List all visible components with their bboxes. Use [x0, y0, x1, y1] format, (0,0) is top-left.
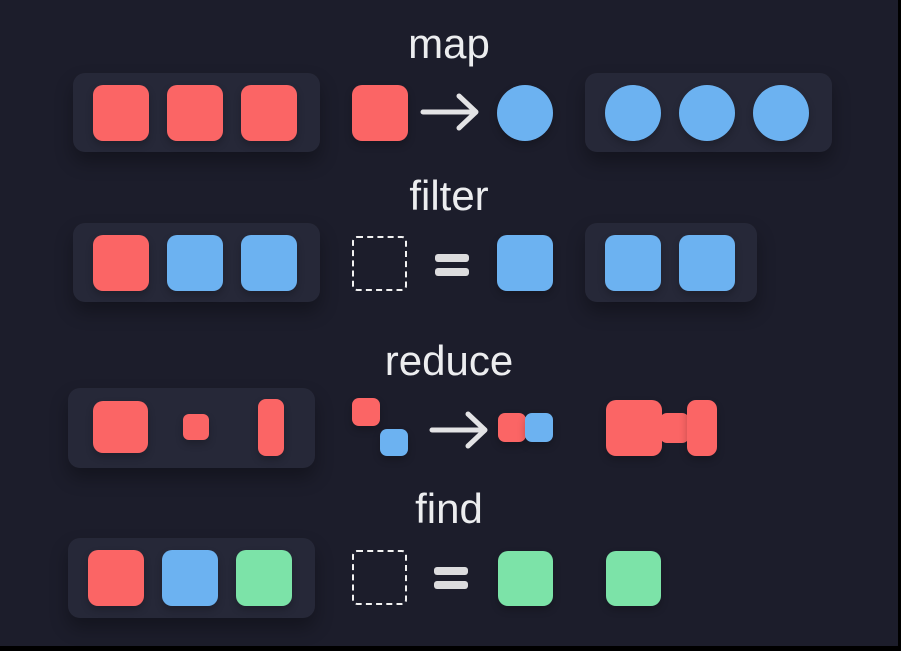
blue-square-icon — [162, 550, 218, 606]
green-square-icon — [236, 550, 292, 606]
merged-large-red-square-icon — [606, 400, 662, 456]
map-output-array — [585, 73, 832, 152]
blue-square-icon — [167, 235, 223, 291]
reduce-operand-red-square-icon — [352, 398, 380, 426]
row-title-find: find — [415, 485, 483, 532]
blue-circle-icon — [605, 85, 661, 141]
tall-red-rectangle-icon — [258, 399, 284, 456]
reduce-operand-blue-square-icon — [380, 429, 408, 456]
reduce-combined-blue-square-icon — [525, 413, 553, 442]
filter-input-array — [73, 223, 320, 302]
find-input-array — [68, 538, 315, 618]
red-square-icon — [88, 550, 144, 606]
reduce-input-array — [68, 388, 315, 468]
red-square-icon — [241, 85, 297, 141]
map-operand-red-square-icon — [352, 85, 408, 141]
blue-square-icon — [679, 235, 735, 291]
map-input-array — [73, 73, 320, 152]
blue-square-icon — [605, 235, 661, 291]
find-criterion-green-square-icon — [498, 551, 553, 606]
map-result-blue-circle-icon — [497, 85, 553, 141]
filter-criterion-blue-square-icon — [497, 235, 553, 291]
blue-circle-icon — [679, 85, 735, 141]
merged-tall-red-rectangle-icon — [687, 400, 717, 456]
row-title-reduce: reduce — [384, 337, 514, 384]
find-output-green-square-icon — [606, 551, 661, 606]
blue-square-icon — [241, 235, 297, 291]
equals-bar — [435, 254, 469, 262]
red-square-icon — [93, 235, 149, 291]
filter-placeholder-dashed-square-icon — [352, 236, 407, 291]
row-title-filter: filter — [409, 172, 489, 219]
equals-icon — [434, 567, 468, 589]
equals-bar — [434, 567, 468, 575]
blue-circle-icon — [753, 85, 809, 141]
equals-bar — [434, 581, 468, 589]
red-square-icon — [93, 85, 149, 141]
reduce-arrow-icon — [429, 411, 488, 449]
reduce-combined-red-square-icon — [498, 413, 526, 442]
equals-bar — [435, 268, 469, 276]
row-title-map: map — [408, 20, 490, 67]
find-placeholder-dashed-square-icon — [352, 550, 407, 605]
map-arrow-icon — [420, 93, 479, 131]
equals-icon — [435, 254, 469, 276]
merged-small-red-square-icon — [660, 413, 689, 443]
filter-output-array — [585, 223, 757, 302]
red-square-icon — [167, 85, 223, 141]
large-red-square-icon — [93, 401, 148, 453]
small-red-square-icon — [183, 414, 209, 440]
reduce-output-merged-shape — [606, 400, 717, 456]
